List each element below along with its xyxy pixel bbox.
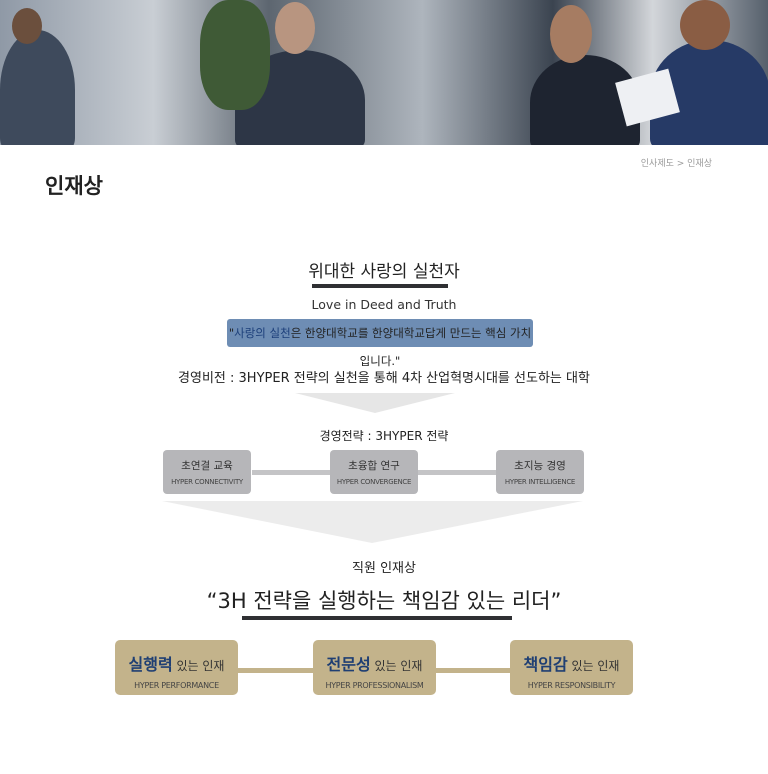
talent-key: 실행력 (128, 655, 173, 674)
talent-en: HYPER RESPONSIBILITY (527, 681, 616, 690)
connector-line (252, 470, 330, 475)
quote-text: 은 한양대학교를 한양대학교답게 만드는 핵심 가치입니다." (290, 326, 532, 368)
strategy-ko: 초연결 교육 (181, 460, 233, 472)
strategy-box-connectivity: 초연결 교육 HYPER CONNECTIVITY (163, 450, 251, 494)
strategy-box-convergence: 초융합 연구 HYPER CONVERGENCE (330, 450, 418, 494)
quote-highlight: 사랑의 실천 (234, 326, 291, 340)
down-arrow-small (295, 393, 455, 413)
hero-banner-image (0, 0, 768, 145)
breadcrumb: 인사제도 > 인재상 (640, 159, 712, 169)
down-arrow-large (162, 501, 583, 543)
quote-mark: " (228, 326, 235, 340)
connector-line (436, 668, 510, 673)
strategy-ko: 초지능 경영 (514, 460, 566, 472)
talent-en: HYPER PERFORMANCE (134, 681, 219, 690)
core-value-subtitle: Love in Deed and Truth (311, 297, 457, 312)
talent-rest: 있는 인재 (370, 659, 423, 673)
talent-key: 책임감 (523, 655, 568, 674)
talent-label: 직원 인재상 (352, 561, 416, 576)
connector-line (417, 470, 496, 475)
talent-box-responsibility: 책임감 있는 인재 HYPER RESPONSIBILITY (510, 640, 633, 695)
page-title: 인재상 (45, 174, 103, 198)
strategy-title: 경영전략 : 3HYPER 전략 (319, 429, 449, 443)
talent-rest: 있는 인재 (172, 659, 225, 673)
title-underline (312, 284, 448, 288)
vision-text: 경영비전 : 3HYPER 전략의 실천을 통해 4차 산업혁명시대를 선도하는… (178, 371, 590, 386)
core-value-quote-box: "사랑의 실천은 한양대학교를 한양대학교답게 만드는 핵심 가치입니다." (227, 319, 533, 368)
talent-box-professionalism: 전문성 있는 인재 HYPER PROFESSIONALISM (313, 640, 436, 695)
core-value-title: 위대한 사랑의 실천자 (308, 262, 460, 282)
strategy-box-intelligence: 초지능 경영 HYPER INTELLIGENCE (496, 450, 584, 494)
talent-box-performance: 실행력 있는 인재 HYPER PERFORMANCE (115, 640, 238, 695)
talent-key: 전문성 (326, 655, 371, 674)
strategy-ko: 초융합 연구 (348, 460, 400, 472)
connector-line (238, 668, 313, 673)
talent-en: HYPER PROFESSIONALISM (325, 681, 424, 690)
strategy-en: HYPER CONNECTIVITY (171, 478, 243, 486)
talent-slogan: “3H 전략을 실행하는 책임감 있는 리더” (206, 589, 562, 613)
talent-rest: 있는 인재 (567, 659, 620, 673)
slogan-underline (242, 616, 512, 620)
strategy-en: HYPER CONVERGENCE (336, 478, 412, 486)
strategy-en: HYPER INTELLIGENCE (504, 478, 576, 486)
